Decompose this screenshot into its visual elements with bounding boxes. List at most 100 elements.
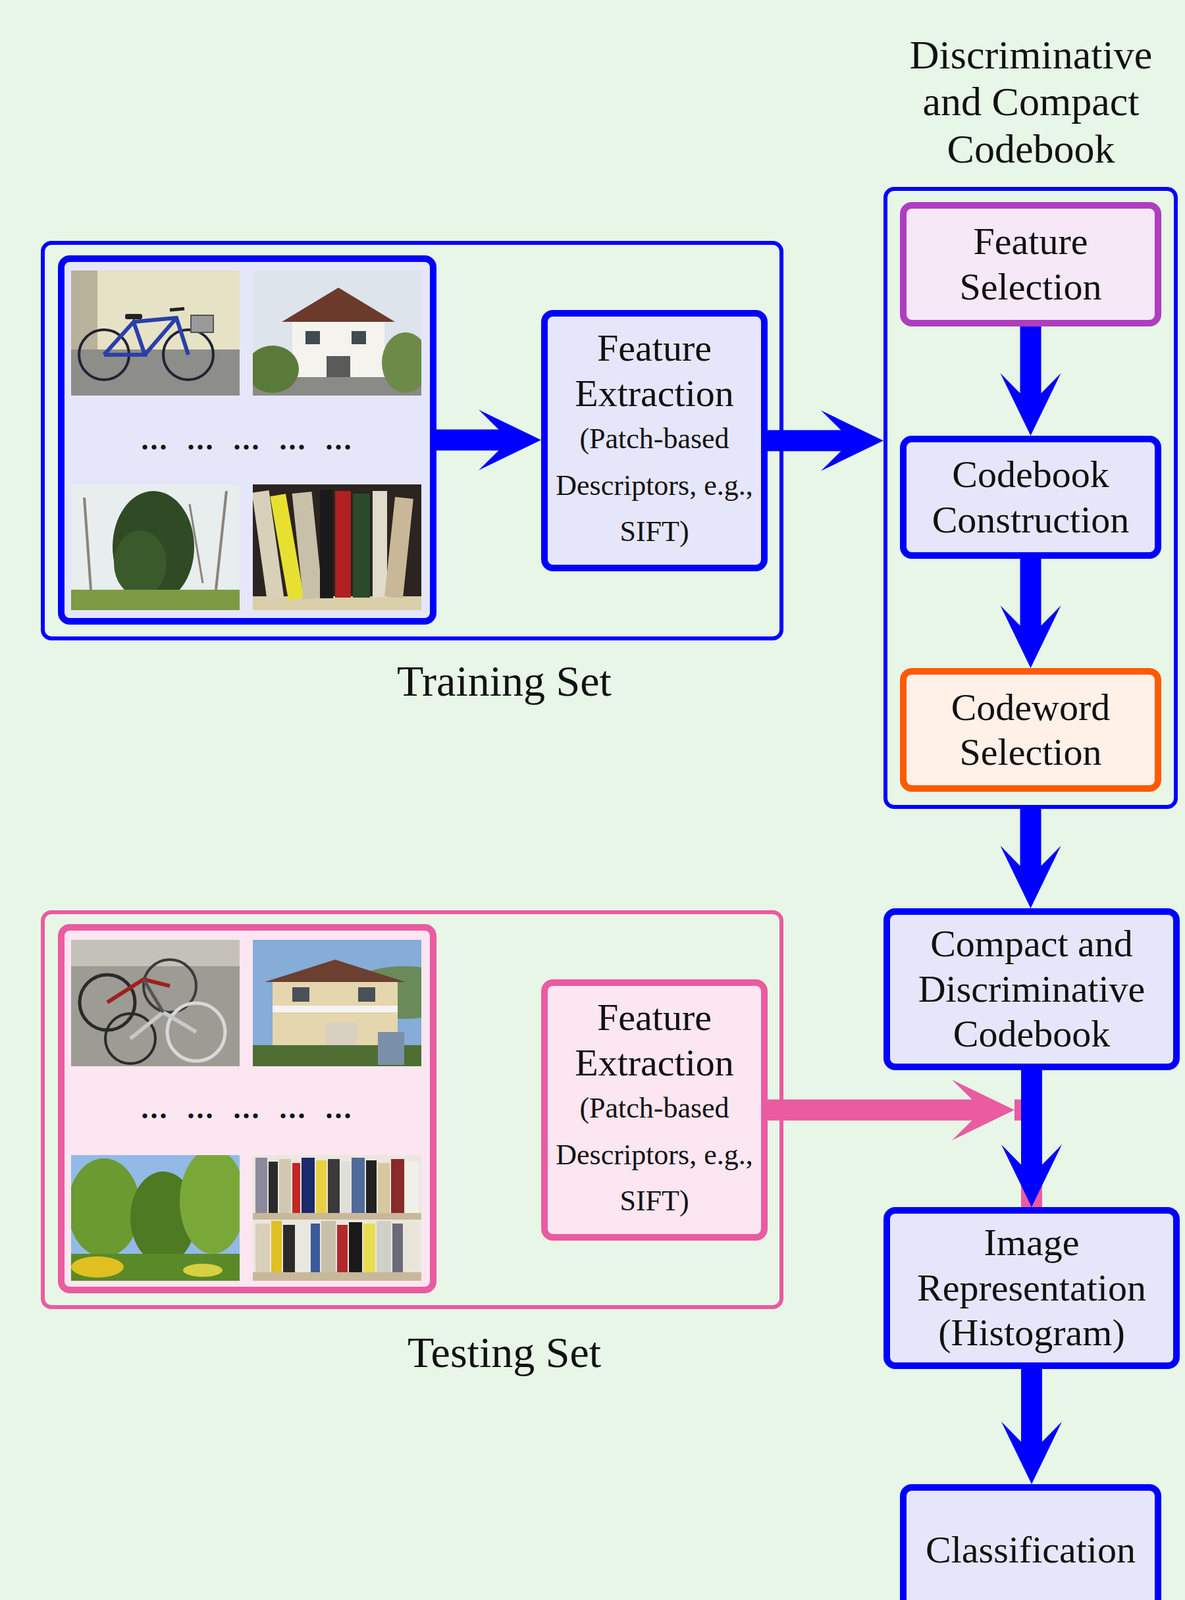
bookshelf-photo-part: [268, 1161, 278, 1214]
flow-arrow: [1001, 1070, 1062, 1208]
tree-photo-part: [84, 497, 91, 590]
bookshelf-photo: [252, 1155, 422, 1282]
bike-photo-part: [144, 317, 177, 355]
ellipsis-text: ... ... ... ... ...: [141, 423, 354, 458]
box-label: Codebook Construction: [913, 452, 1149, 543]
house-photo-part: [246, 345, 299, 394]
box-label: Codeword Selection: [913, 685, 1149, 776]
house-photo-part: [264, 959, 406, 983]
process-box: Codebook Construction: [899, 435, 1162, 559]
trees-photo-part: [179, 1148, 246, 1255]
flow-arrow: [436, 410, 542, 471]
tree-photo-part: [113, 530, 167, 597]
house-photo-part: [358, 987, 376, 1002]
bookshelf-photo-part: [391, 1159, 405, 1214]
books-photo-part: [372, 491, 388, 598]
books-photo-part: [292, 491, 324, 600]
house-photo-part: [351, 331, 367, 345]
bookshelf-photo-part: [363, 1223, 376, 1273]
group-box: Discriminative and Compact CodebookFeatu…: [883, 186, 1178, 810]
panel-fill: [57, 255, 437, 625]
process-box: Feature Extraction(Patch-based Descripto…: [541, 979, 768, 1241]
box-label: (Patch-based Descriptors, e.g., SIFT): [554, 1085, 755, 1225]
house-photo-part: [272, 1005, 398, 1013]
group-title: Discriminative and Compact Codebook: [882, 31, 1180, 173]
house-photo-part: [281, 287, 395, 322]
flow-arrow: [1000, 558, 1062, 669]
bookshelf-photo-part: [292, 1163, 301, 1214]
bookshelf-photo-part: [252, 1155, 422, 1282]
bookshelf-photo-part: [404, 1222, 419, 1273]
bike-photo-part: [190, 315, 214, 333]
arrow-shape: [767, 410, 884, 472]
arrow-shape: [1000, 809, 1062, 909]
house-photo-part: [305, 331, 320, 345]
bookshelf-photo-part: [321, 1221, 336, 1273]
box-label: Classification: [925, 1527, 1136, 1573]
tree-photo-part: [112, 491, 195, 604]
books-photo-part: [384, 497, 414, 599]
bookshelf-photo-part: [255, 1158, 268, 1214]
process-box: Image Representation (Histogram): [883, 1207, 1180, 1370]
group-box: Testing Set... ... ... ... ...Feature Ex…: [40, 910, 784, 1310]
trees-photo-part: [183, 1264, 223, 1278]
trees-photo-part: [71, 1254, 240, 1282]
process-box: Compact and Discriminative Codebook: [883, 908, 1180, 1071]
books-photo-part: [319, 489, 334, 599]
bookshelf-photo-part: [310, 1223, 320, 1273]
bike-photo: [71, 270, 240, 396]
bookshelf-photo-part: [366, 1160, 377, 1214]
flow-arrow: [1000, 326, 1062, 436]
books-photo-part: [352, 493, 370, 598]
tree-photo-part: [215, 491, 227, 590]
arrow-shape: [767, 1080, 1015, 1141]
bookshelf-photo-part: [316, 1160, 327, 1214]
bookshelf-photo-part: [301, 1158, 315, 1214]
bikes-photo: [71, 940, 240, 1067]
house-photo-part: [292, 987, 310, 1002]
box-label: Image Representation (Histogram): [896, 1220, 1167, 1356]
box-label: (Patch-based Descriptors, e.g., SIFT): [554, 416, 755, 555]
bikes-photo-part: [130, 1012, 197, 1039]
tree-photo-part: [71, 484, 240, 611]
bookshelf-photo-part: [252, 1213, 422, 1220]
bookshelf-photo-part: [377, 1163, 390, 1214]
box-label: Feature Selection: [913, 219, 1149, 310]
panel-fill: [57, 924, 437, 1294]
bike-photo-part: [125, 314, 143, 320]
box-label: Compact and Discriminative Codebook: [896, 921, 1167, 1057]
flow-arrow: [767, 410, 884, 472]
house-photo-part: [377, 1032, 405, 1066]
bikes-photo-part: [71, 940, 240, 967]
bike-photo-part: [133, 317, 189, 355]
bikes-photo-part: [107, 979, 170, 1003]
group-title: Testing Set: [407, 1327, 602, 1378]
house-photo-part: [326, 356, 351, 378]
process-box: Codeword Selection: [899, 668, 1162, 792]
tree-photo: [71, 484, 240, 611]
arrow-shape: [1001, 1369, 1062, 1485]
arrow-shape: [1001, 1070, 1062, 1208]
house-photo: [246, 270, 430, 396]
flow-arrow: [767, 1080, 1032, 1209]
flow-arrow: [1000, 809, 1062, 909]
house-photo-part: [252, 940, 422, 1067]
bike-photo-part: [71, 270, 240, 350]
bookshelf-photo-part: [392, 1223, 403, 1273]
image-panel: ... ... ... ... ...: [57, 255, 437, 625]
flow-arrow: [1001, 1369, 1062, 1485]
bookshelf-photo-part: [252, 1272, 422, 1282]
bookshelf-photo-part: [341, 1161, 351, 1214]
bookshelf-photo-part: [327, 1159, 340, 1214]
bookshelf-photo-part: [348, 1222, 363, 1273]
image-panel: ... ... ... ... ...: [57, 924, 437, 1294]
tree-photo-part: [71, 589, 240, 611]
group-title: Training Set: [396, 656, 612, 707]
house-photo-part: [292, 317, 385, 378]
process-box: Feature Extraction(Patch-based Descripto…: [541, 310, 768, 572]
group-box: Training Set... ... ... ... ...Feature E…: [40, 240, 784, 641]
ellipsis-text: ... ... ... ... ...: [141, 1092, 354, 1127]
bookshelf-photo-part: [376, 1221, 392, 1273]
box-label: Feature Extraction: [554, 325, 755, 417]
trees-photo-part: [67, 1158, 141, 1258]
